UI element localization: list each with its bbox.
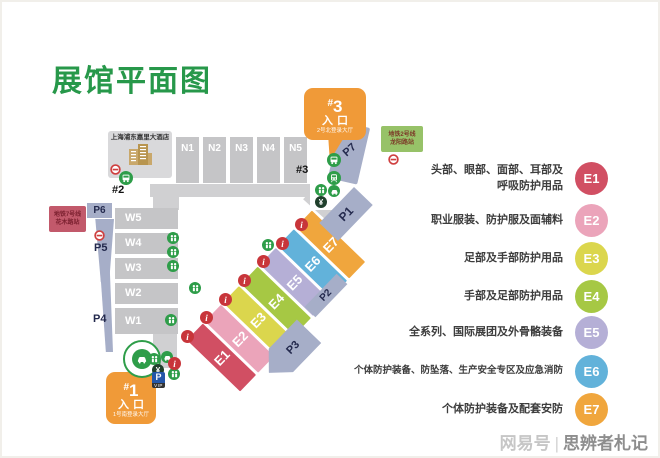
entrance1-bubble: #1 入口 1号南登录大厅 — [106, 372, 156, 424]
restroom-icon — [262, 239, 274, 251]
hotel-label: 上海浦东嘉里大酒店 — [110, 134, 170, 141]
hall-w5: W5 — [115, 208, 178, 229]
legend-text-e7: 个体防护装备及配套安防 — [442, 403, 563, 415]
metro-logo-icon — [388, 152, 399, 170]
hotel-building-icon — [129, 144, 152, 165]
info-icon: i — [276, 237, 289, 250]
parking-p5-label: P5 — [94, 242, 108, 254]
info-icon: i — [257, 255, 270, 268]
entrance1-label: 入口 — [118, 398, 148, 411]
legend-row-e4: 手部及足部防护用品 E4 — [320, 279, 608, 313]
hall-n4: N4 — [257, 137, 280, 183]
watermark-platform: 网易号 — [499, 434, 551, 453]
legend-row-e7: 个体防护装备及配套安防 E7 — [320, 392, 608, 426]
page-title: 展馆平面图 — [52, 65, 212, 98]
legend-text-e6: 个体防护装备、防坠落、生产安全专区及应急消防 — [353, 365, 563, 376]
metro-line2-station: 龙阳路站 — [389, 139, 414, 146]
restroom-icon — [168, 368, 180, 380]
hall-n1: N1 — [176, 137, 199, 183]
hall-w3: W3 — [115, 258, 178, 279]
north-halls: N1 N2 N3 N4 N5 — [176, 137, 307, 183]
hall-w4: W4 — [115, 233, 178, 254]
info-icon: i — [168, 357, 181, 370]
restroom-icon — [315, 184, 327, 196]
metro-line2-box: 地铁2号线 龙阳路站 — [381, 126, 423, 152]
taxi-icon — [328, 185, 340, 197]
train-icon — [327, 171, 341, 185]
legend-badge-e4: E4 — [575, 279, 608, 313]
metro-line2-line: 地铁2号线 — [388, 131, 416, 138]
legend-badge-e2: E2 — [575, 203, 608, 237]
legend-text-e1: 头部、眼部、面部、耳部及呼吸防护用品 — [431, 164, 563, 192]
legend-row-e6: 个体防护装备、防坠落、生产安全专区及应急消防 E6 — [320, 354, 608, 388]
restroom-icon — [165, 314, 177, 326]
entrance3-bubble: #3 入口 2号北登录大厅 — [304, 88, 366, 140]
restroom-icon — [148, 353, 160, 365]
info-icon: i — [181, 330, 194, 343]
info-icon: i — [219, 293, 232, 306]
entrance1-sublabel: 1号南登录大厅 — [112, 411, 150, 418]
watermark-account: 思辨者札记 — [563, 434, 648, 453]
entrance1-number: #1 — [123, 380, 139, 400]
watermark: 网易号|思辨者札记 — [499, 434, 648, 453]
legend-row-e3: 足部及手部防护用品 E3 — [320, 241, 608, 275]
legend-row-e5: 全系列、国际展团及外骨骼装备 E5 — [320, 315, 608, 349]
restroom-icon — [167, 246, 179, 258]
metro-line7-box: 地铁7号线 花木路站 — [49, 206, 86, 232]
metro-line7-line: 地铁7号线 — [53, 211, 82, 218]
parking-p6: P6 — [87, 203, 112, 218]
legend-text-e4: 手部及足部防护用品 — [464, 290, 563, 302]
legend-row-e2: 职业服装、防护服及面辅料 E2 — [320, 203, 608, 237]
metro-logo-icon — [110, 162, 121, 180]
hall-n5: N5 — [284, 137, 307, 183]
hall-n2: N2 — [203, 137, 226, 183]
metro-line7-station: 花木路站 — [55, 219, 80, 226]
corridor-north — [150, 184, 322, 197]
legend-badge-e7: E7 — [575, 392, 608, 426]
gate2-label: #2 — [112, 184, 125, 196]
legend-badge-e5: E5 — [575, 315, 608, 349]
legend-text-e3: 足部及手部防护用品 — [464, 252, 563, 264]
vip-parking-icon: P VIP — [152, 372, 165, 388]
restroom-icon — [167, 260, 179, 272]
info-icon: i — [238, 274, 251, 287]
restroom-icon — [167, 232, 179, 244]
entrance3-label: 入口 — [322, 114, 352, 127]
currency-exchange-icon: ¥ — [315, 196, 327, 208]
legend-row-e1: 头部、眼部、面部、耳部及呼吸防护用品 E1 — [320, 161, 608, 195]
legend-badge-e3: E3 — [575, 241, 608, 275]
entrance3-sublabel: 2号北登录大厅 — [316, 127, 354, 134]
legend-text-e2: 职业服装、防护服及面辅料 — [431, 214, 563, 226]
legend-badge-e6: E6 — [575, 354, 608, 388]
legend-text-e5: 全系列、国际展团及外骨骼装备 — [409, 326, 563, 338]
gate3-label: #3 — [296, 164, 309, 176]
info-icon: i — [200, 311, 213, 324]
hall-n3: N3 — [230, 137, 253, 183]
entrance3-number: #3 — [327, 96, 343, 116]
metro-logo-icon — [94, 228, 105, 246]
bus-icon — [327, 153, 341, 167]
parking-p4-label: P4 — [93, 313, 107, 325]
hall-w2: W2 — [115, 283, 178, 304]
legend-badge-e1: E1 — [575, 161, 608, 195]
corridor-west-stub — [153, 184, 179, 210]
restroom-icon — [189, 282, 201, 294]
bus-icon — [119, 171, 133, 185]
info-icon: i — [295, 218, 308, 231]
